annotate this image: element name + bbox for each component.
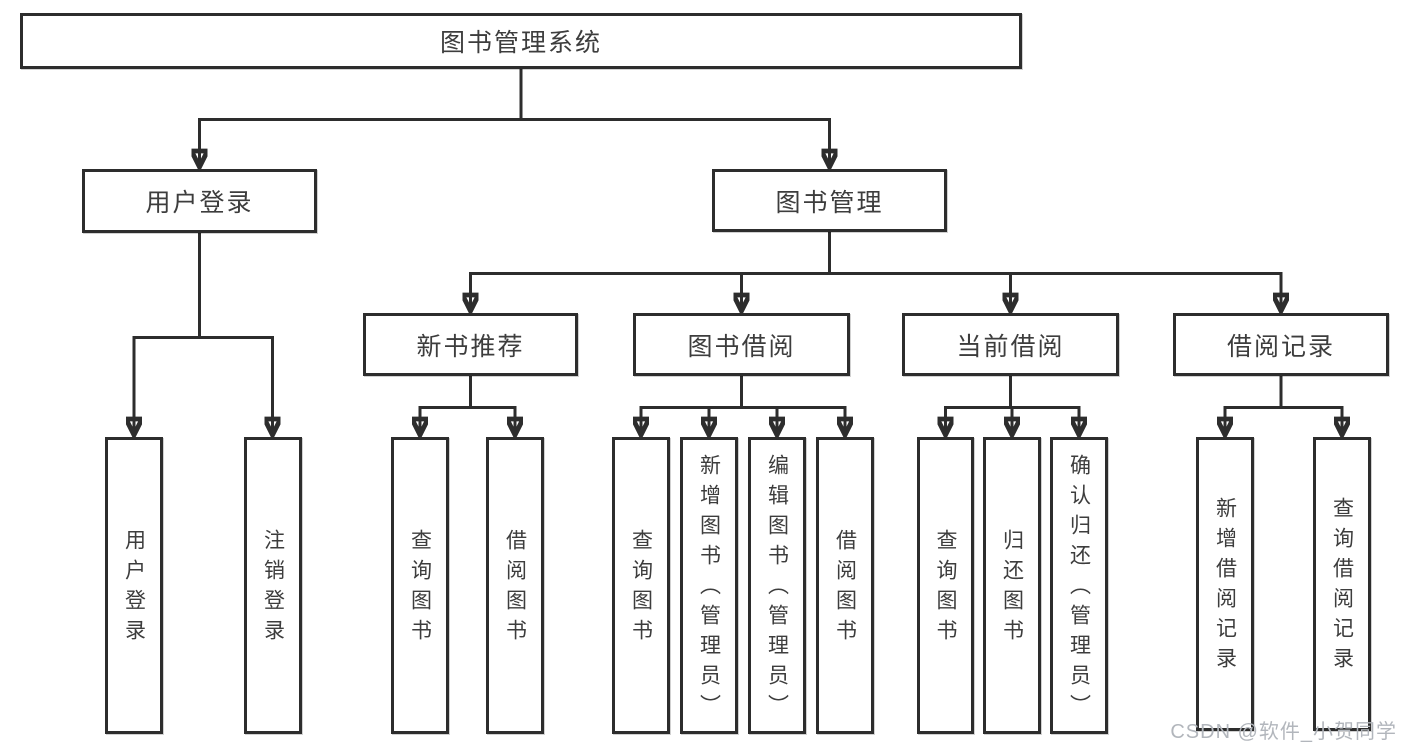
node-current-borrowing: 当前借阅 <box>902 313 1119 376</box>
node-return-books: 归还图书 <box>983 437 1041 734</box>
connector-newbooks-to-leaves <box>418 375 517 409</box>
connector-bookmgmt-to-level3 <box>469 231 1283 275</box>
connector-bookborrow-to-leaves <box>639 375 847 409</box>
connector-borrowrecords-to-leaves <box>1223 375 1344 409</box>
connector-userlogin-to-leaves <box>132 232 274 339</box>
node-confirm-return-admin: 确认归还（管理员） <box>1050 437 1108 734</box>
connector-currentborrow-to-leaves <box>944 375 1081 409</box>
connector-root-to-level2 <box>198 68 831 121</box>
node-query-books: 查询图书 <box>391 437 449 734</box>
node-user-login: 用户登录 <box>82 169 317 233</box>
node-borrow-books: 借阅图书 <box>816 437 874 734</box>
watermark-text: CSDN @软件_小贺同学 <box>1170 721 1397 743</box>
node-edit-books-admin: 编辑图书（管理员） <box>748 437 806 734</box>
node-borrow-books: 借阅图书 <box>486 437 544 734</box>
node-add-borrow-record: 新增借阅记录 <box>1196 437 1254 731</box>
node-book-management: 图书管理 <box>712 169 947 232</box>
node-query-books: 查询图书 <box>612 437 670 734</box>
node-query-books: 查询图书 <box>917 437 974 734</box>
node-book-borrowing: 图书借阅 <box>633 313 850 376</box>
node-query-borrow-record: 查询借阅记录 <box>1313 437 1371 731</box>
node-new-book-recommendation: 新书推荐 <box>363 313 578 376</box>
node-logout-action: 注销登录 <box>244 437 302 734</box>
node-library-system: 图书管理系统 <box>20 13 1022 69</box>
node-user-login-action: 用户登录 <box>105 437 163 734</box>
node-borrowing-records: 借阅记录 <box>1173 313 1389 376</box>
node-add-books-admin: 新增图书（管理员） <box>680 437 738 734</box>
